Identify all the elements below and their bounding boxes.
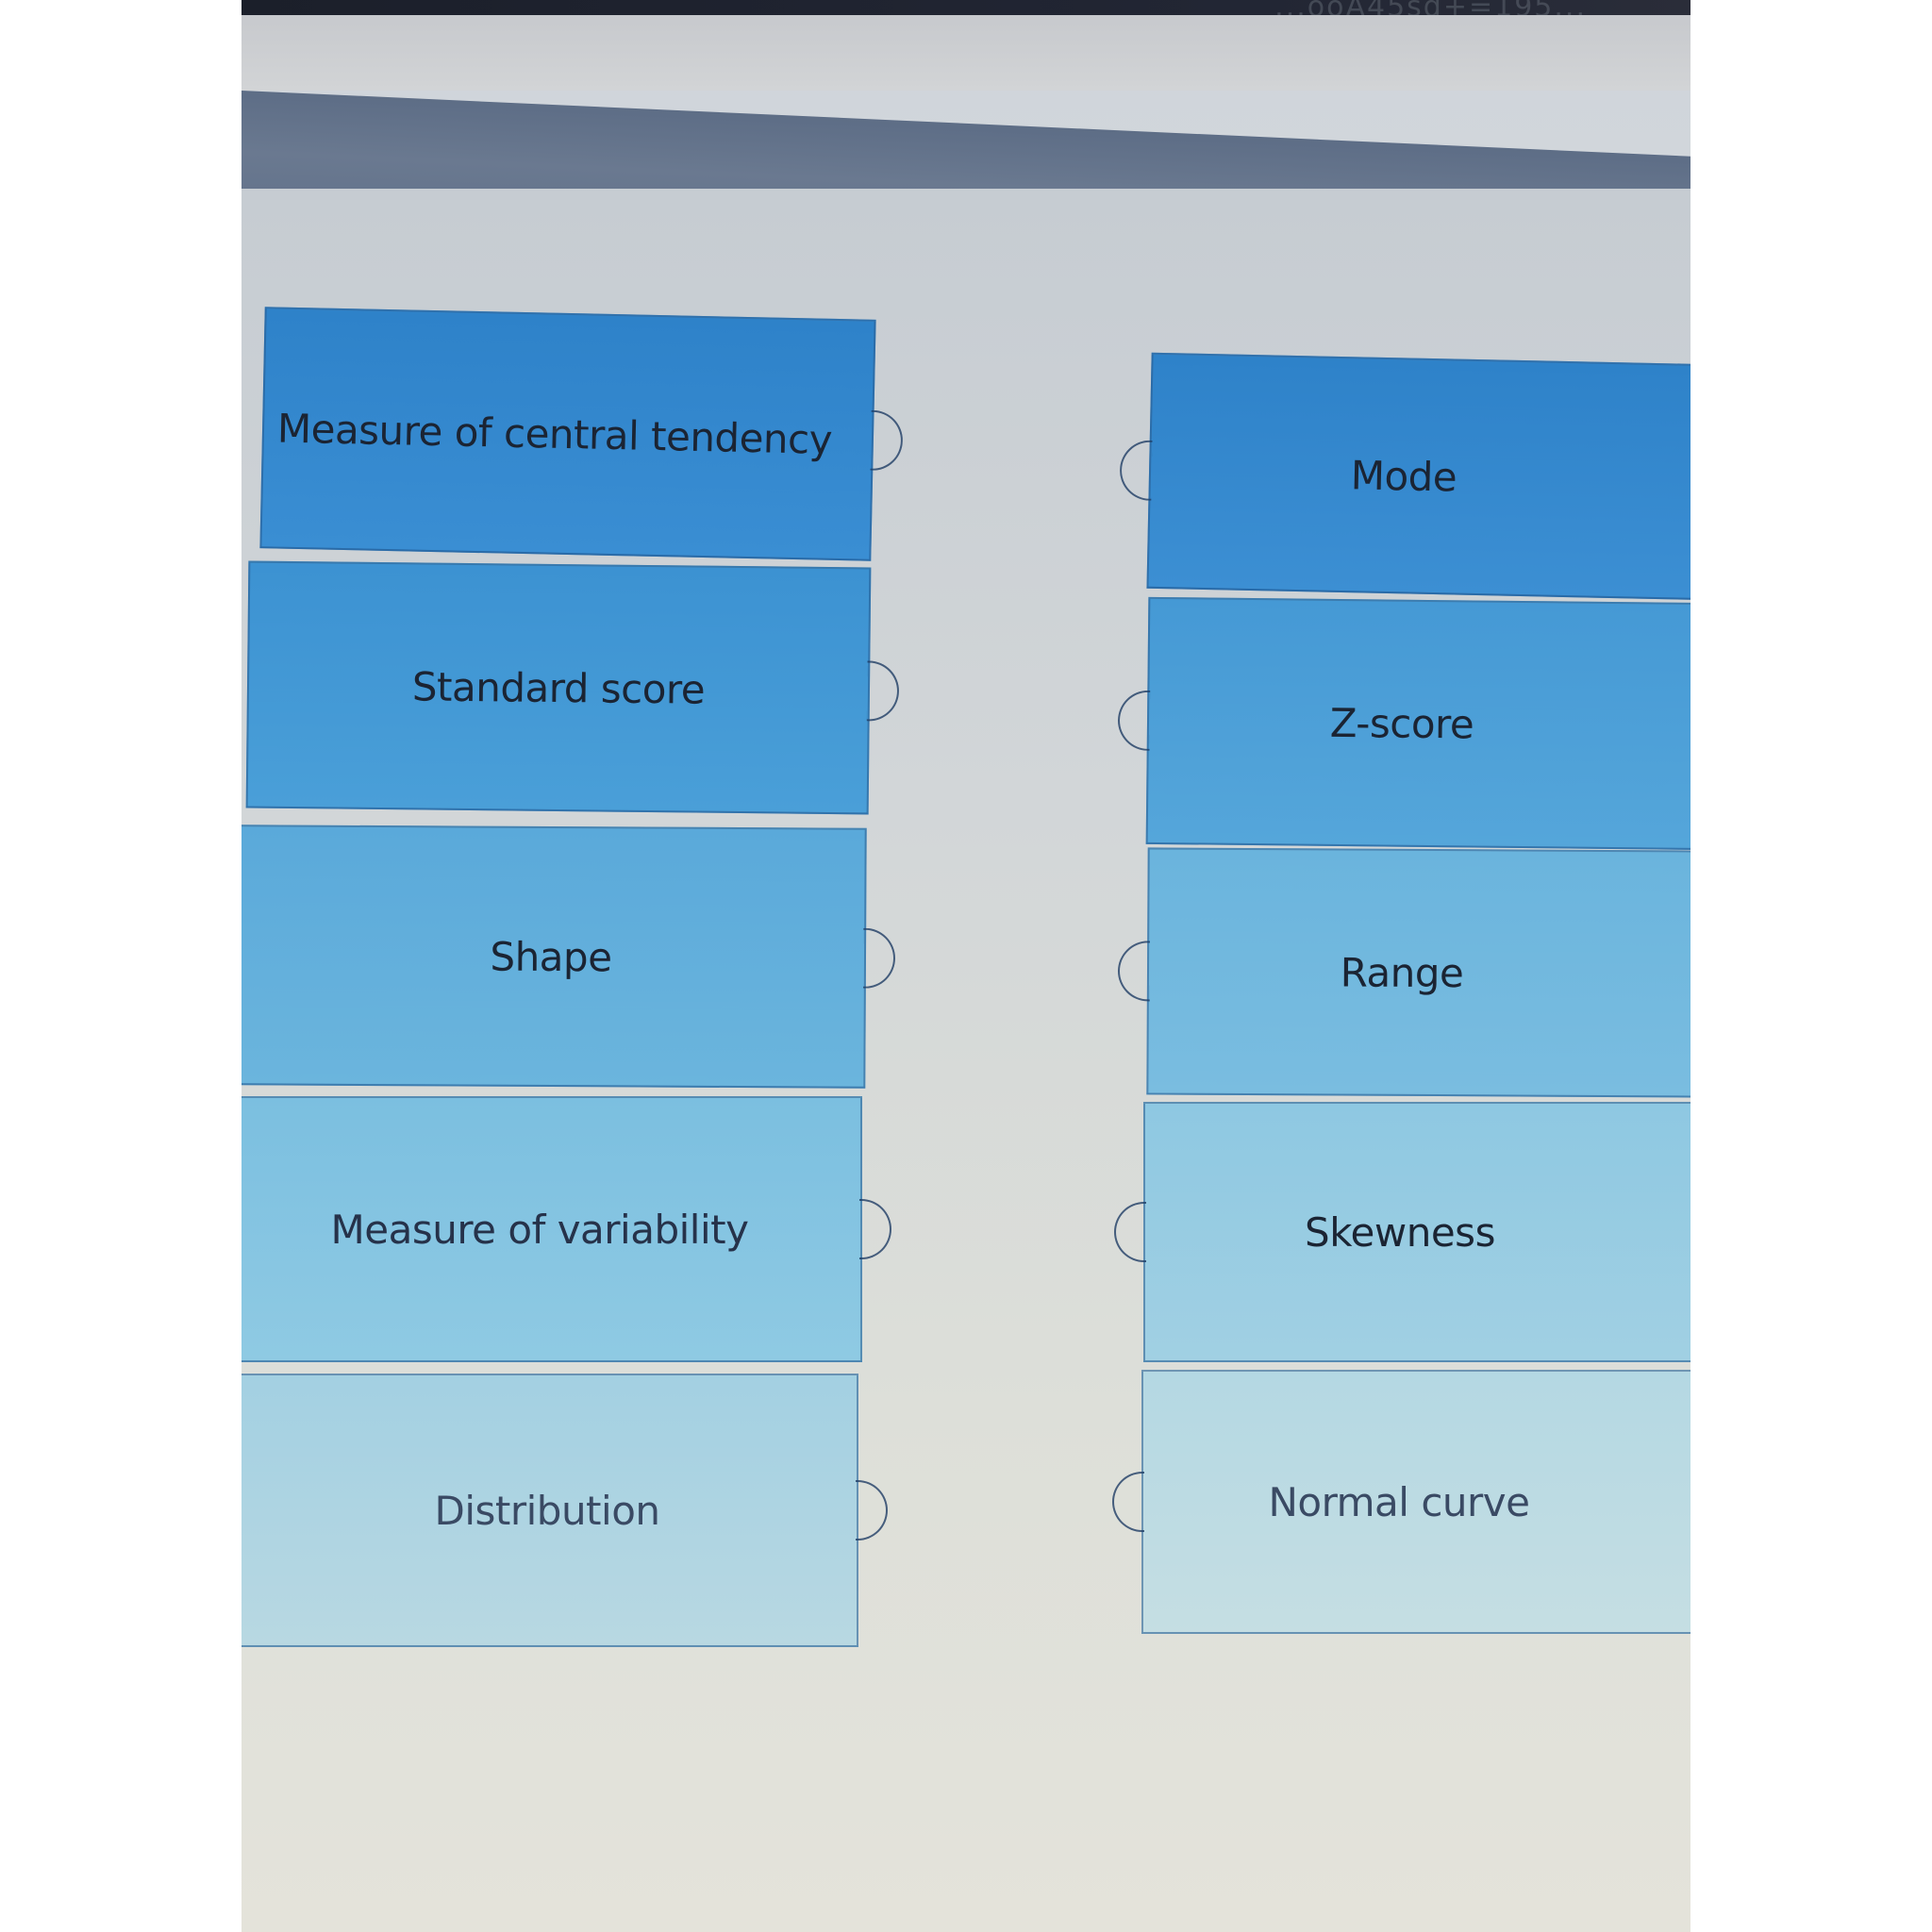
left-tile-standard-score[interactable]: Standard score <box>245 560 900 815</box>
screen-top-strip <box>242 15 1690 91</box>
right-tile-z-score[interactable]: Z-score <box>1117 596 1690 851</box>
tile-label: Measure of central tendency <box>276 405 833 463</box>
tile-label: Shape <box>490 933 612 980</box>
left-tile-distribution[interactable]: Distribution <box>242 1374 888 1647</box>
tile-label: Mode <box>1350 451 1457 501</box>
tile-label: Normal curve <box>1268 1478 1531 1525</box>
tile-label: Measure of variability <box>330 1206 749 1253</box>
left-tile-central-tendency[interactable]: Measure of central tendency <box>259 307 904 561</box>
tile-label: Standard score <box>411 662 706 713</box>
tile-label: Range <box>1340 949 1464 996</box>
screen-photo: ...ooA45sd+=195... Measure of central te… <box>242 0 1690 1932</box>
right-tile-normal-curve[interactable]: Normal curve <box>1112 1370 1690 1634</box>
left-tile-variability[interactable]: Measure of variability <box>242 1096 891 1362</box>
right-tile-range[interactable]: Range <box>1117 847 1690 1098</box>
tile-label: Distribution <box>434 1487 660 1534</box>
left-tile-shape[interactable]: Shape <box>242 824 896 1089</box>
right-tile-mode[interactable]: Mode <box>1119 352 1690 601</box>
monitor-bezel: ...ooA45sd+=195... <box>242 0 1690 24</box>
tile-label: Skewness <box>1305 1208 1495 1256</box>
right-tile-skewness[interactable]: Skewness <box>1114 1102 1690 1362</box>
tile-label: Z-score <box>1329 699 1474 747</box>
